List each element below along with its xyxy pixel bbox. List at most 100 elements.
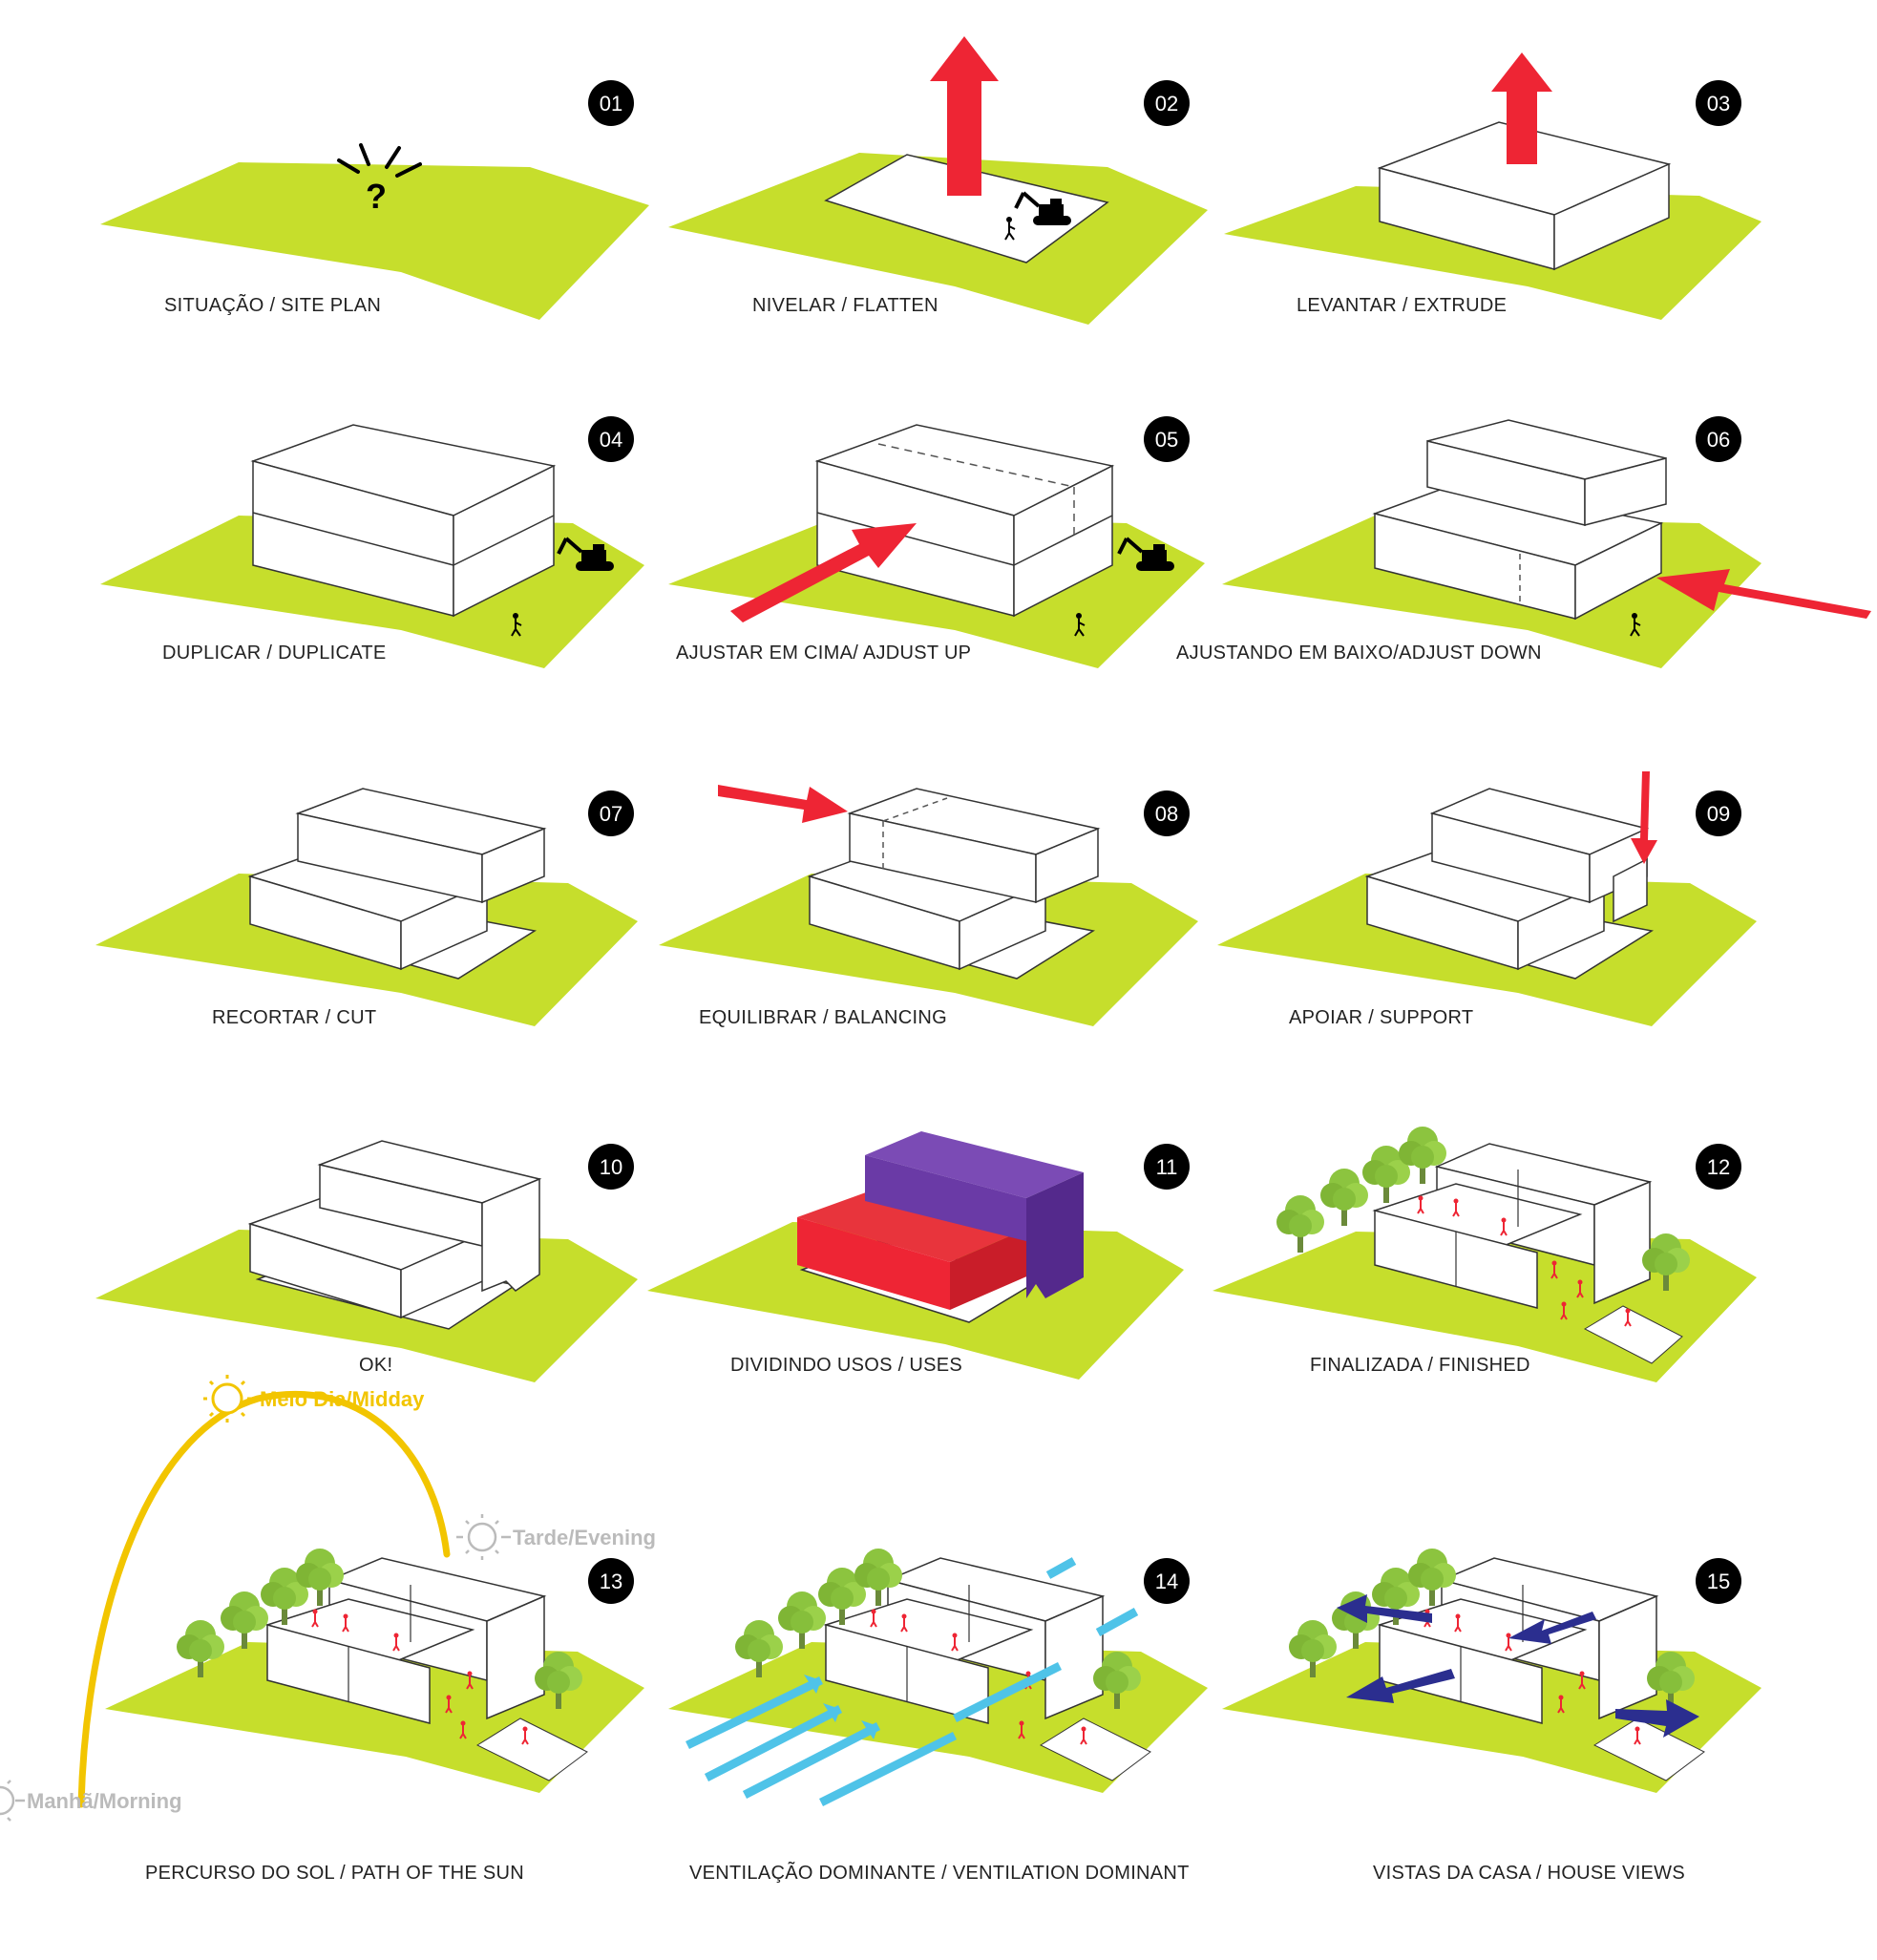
panel-14: 14 VENTILAÇÃO DOMINANTE / VENTILATION DO… [668, 1549, 1208, 1884]
step-number: 14 [1155, 1570, 1178, 1593]
building-side [1044, 1594, 1104, 1720]
step-number: 02 [1155, 92, 1178, 116]
pathway [1039, 1718, 1151, 1781]
down-arrow-icon [1631, 771, 1657, 864]
panel-06: 06 AJUSTANDO EM BAIXO/ADJUST DOWN [1176, 416, 1871, 668]
step-badge [1144, 416, 1190, 462]
sun-label-evening: Tarde/Evening [513, 1526, 656, 1549]
cut-line [877, 443, 1075, 488]
step-number: 08 [1155, 802, 1178, 826]
purple-volume-side [1026, 1172, 1084, 1298]
purple-volume-front [865, 1155, 1026, 1241]
panel-10: 10 OK! [95, 1140, 638, 1382]
red-volume-front [797, 1217, 950, 1310]
step-badge [1144, 1558, 1190, 1604]
building-side [1598, 1594, 1657, 1720]
tree-icon [221, 1591, 268, 1649]
step-caption: SITUAÇÃO / SITE PLAN [164, 293, 381, 316]
step-badge [588, 1144, 634, 1190]
step-badge [1144, 1144, 1190, 1190]
building-side [486, 1594, 545, 1720]
question-mark: ? [366, 177, 387, 216]
panel-09: 09 APOIAR / SUPPORT [1217, 771, 1757, 1028]
step-caption: VISTAS DA CASA / HOUSE VIEWS [1373, 1863, 1685, 1884]
diagonal-arrow-icon [730, 523, 917, 622]
step-number: 10 [600, 1155, 622, 1179]
panel-11: 11 DIVIDINDO USOS / USES [647, 1131, 1190, 1380]
step-number: 12 [1707, 1155, 1730, 1179]
upper-box-side [481, 827, 545, 904]
step-badge [1144, 80, 1190, 126]
step-caption: EQUILIBRAR / BALANCING [699, 1007, 947, 1028]
step-number: 04 [600, 428, 622, 452]
step-caption: DUPLICAR / DUPLICATE [162, 643, 387, 664]
sun-icon [456, 1514, 511, 1560]
tree-icon [1276, 1195, 1324, 1253]
step-number: 06 [1707, 428, 1730, 452]
step-caption: NIVELAR / FLATTEN [752, 295, 938, 316]
lower-box-side [1574, 521, 1662, 621]
step-number: 03 [1707, 92, 1730, 116]
step-number: 09 [1707, 802, 1730, 826]
step-badge [1696, 790, 1741, 836]
flattened-pad [824, 154, 1109, 263]
panel-05: 05 AJUSTAR EM CIMA/ AJDUST UP [668, 416, 1205, 668]
step-badge [1696, 1558, 1741, 1604]
panel-02: 02 NIVELAR / FLATTEN [668, 36, 1208, 325]
panel-13: Meio Dia/Midday Tarde/Evening Manhã/Morn… [0, 1375, 656, 1884]
panel-03: 03 LEVANTAR / EXTRUDE [1224, 53, 1761, 320]
panel-01: ? 01 SITUAÇÃO / SITE PLAN [100, 80, 649, 320]
upper-box-side [481, 1177, 540, 1293]
ground-plane [100, 162, 649, 320]
tree-icon [778, 1591, 826, 1649]
step-caption: AJUSTAR EM CIMA/ AJDUST UP [676, 643, 971, 664]
step-badge [1696, 80, 1741, 126]
step-caption: FINALIZADA / FINISHED [1310, 1355, 1530, 1376]
wind-arrows-icon [685, 1557, 1139, 1807]
step-caption: RECORTAR / CUT [212, 1007, 376, 1028]
step-badge [1696, 1144, 1741, 1190]
up-arrow-icon [930, 36, 999, 196]
panel-08: 08 EQUILIBRAR / BALANCING [659, 785, 1198, 1028]
step-number: 07 [600, 802, 622, 826]
upper-box-side [1584, 457, 1667, 526]
step-caption: AJUSTANDO EM BAIXO/ADJUST DOWN [1176, 643, 1542, 664]
pathway [1592, 1718, 1705, 1781]
question-icon [337, 143, 422, 178]
cut-line [882, 797, 948, 822]
sun-icon [203, 1375, 258, 1423]
red-volume-top [797, 1189, 1031, 1262]
left-arrow-icon [1656, 569, 1871, 619]
step-number: 11 [1156, 1155, 1178, 1179]
support-column [1613, 857, 1648, 923]
step-badge [1696, 416, 1741, 462]
sun-path-arc [77, 1391, 451, 1808]
step-caption: PERCURSO DO SOL / PATH OF THE SUN [145, 1863, 524, 1884]
up-arrow-icon [1491, 53, 1552, 164]
step-number: 15 [1707, 1570, 1730, 1593]
step-badge [588, 1558, 634, 1604]
step-caption: LEVANTAR / EXTRUDE [1297, 295, 1507, 316]
step-caption: OK! [359, 1355, 392, 1376]
step-badge [588, 80, 634, 126]
panel-15: 15 VISTAS DA CASA / HOUSE VIEWS [1222, 1549, 1761, 1884]
step-caption: APOIAR / SUPPORT [1289, 1007, 1473, 1028]
pathway [475, 1718, 588, 1781]
upper-box-side [1035, 827, 1099, 904]
red-volume-side [950, 1227, 1031, 1310]
step-badge [588, 416, 634, 462]
sun-label-morning: Manhã/Morning [27, 1789, 182, 1813]
step-caption: DIVIDINDO USOS / USES [730, 1355, 962, 1376]
pathway [1583, 1305, 1683, 1364]
box-side [1553, 162, 1670, 271]
view-arrows-icon [1337, 1594, 1699, 1738]
right-arrow-icon [718, 785, 848, 823]
panel-12: 12 FINALIZADA / FINISHED [1213, 1127, 1757, 1382]
sun-label-midday: Meio Dia/Midday [260, 1387, 425, 1411]
panel-04: 04 DUPLICAR / DUPLICATE [100, 416, 644, 668]
sun-icon [0, 1780, 25, 1822]
step-number: 01 [600, 92, 622, 116]
purple-volume-top [865, 1131, 1084, 1198]
